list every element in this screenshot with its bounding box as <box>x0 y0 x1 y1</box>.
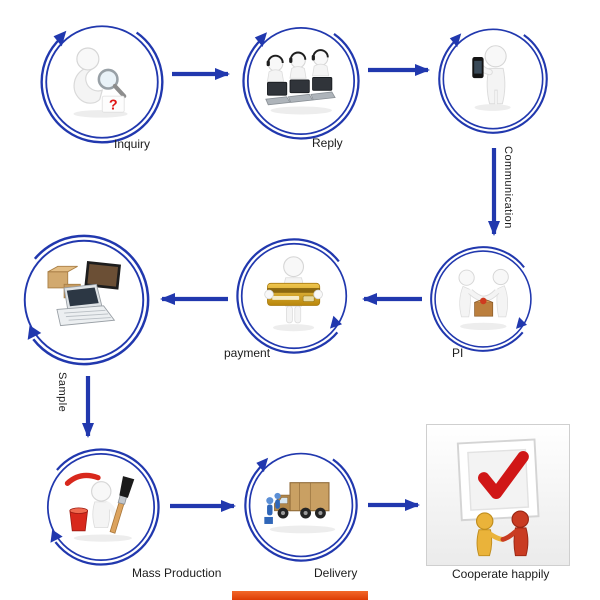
sketch-circle <box>236 238 352 354</box>
monitor-icon <box>266 82 287 96</box>
cooperate-label: Cooperate happily <box>452 567 550 581</box>
figure-head <box>511 510 529 528</box>
figure-head <box>458 269 475 286</box>
sketch-circle <box>40 20 164 144</box>
sample-illustration <box>47 261 122 327</box>
monitor-icon <box>311 77 332 92</box>
cooperate-illustration <box>456 438 540 556</box>
step-reply <box>240 20 362 142</box>
worker-figure <box>266 496 274 504</box>
sketch-circle <box>244 448 358 562</box>
mass-production-illustration <box>64 473 135 542</box>
step-communication <box>436 22 550 136</box>
communication-illustration <box>472 45 512 111</box>
paint-stroke-icon <box>64 473 101 487</box>
truck-cargo-icon <box>289 481 330 511</box>
inquiry-illustration: ? <box>73 47 128 118</box>
bottom-accent-bar <box>232 591 368 600</box>
sketch-circle <box>18 234 150 366</box>
figure-head <box>475 512 494 530</box>
step-pi <box>428 244 538 354</box>
delivery-label: Delivery <box>314 566 358 580</box>
figure-head <box>492 268 509 285</box>
figure-head <box>484 45 508 68</box>
worker-figure <box>274 492 281 499</box>
reply-illustration <box>264 49 336 115</box>
step-cooperate <box>426 424 570 566</box>
step-sample <box>16 232 152 368</box>
figure-head <box>90 481 112 502</box>
step-payment <box>234 236 354 356</box>
sample-label: Sample <box>56 372 68 413</box>
step-delivery <box>242 446 360 564</box>
question-mark-icon: ? <box>109 98 118 114</box>
figure-head <box>76 47 100 71</box>
payment-label: payment <box>224 346 271 360</box>
mass-production-label: Mass Production <box>132 566 222 580</box>
step-inquiry: ? <box>38 18 166 146</box>
sketch-circle <box>438 24 548 134</box>
figure-head <box>283 256 305 278</box>
checkmark-icon <box>477 450 529 499</box>
credit-card-icon <box>267 282 321 306</box>
reply-label: Reply <box>312 136 343 150</box>
magnifier-icon <box>97 68 119 90</box>
inquiry-label: Inquiry <box>114 137 151 151</box>
pi-label: PI <box>452 346 464 360</box>
sketch-circle <box>242 22 360 140</box>
step-mass-production <box>40 446 162 568</box>
pi-illustration <box>458 268 509 330</box>
delivery-illustration <box>264 481 336 533</box>
monitor-icon <box>289 79 310 94</box>
communication-label: Communication <box>502 146 514 229</box>
sketch-circle <box>42 448 160 566</box>
payment-illustration <box>264 256 324 332</box>
box-icon <box>473 301 493 317</box>
sketch-circle <box>430 246 536 352</box>
